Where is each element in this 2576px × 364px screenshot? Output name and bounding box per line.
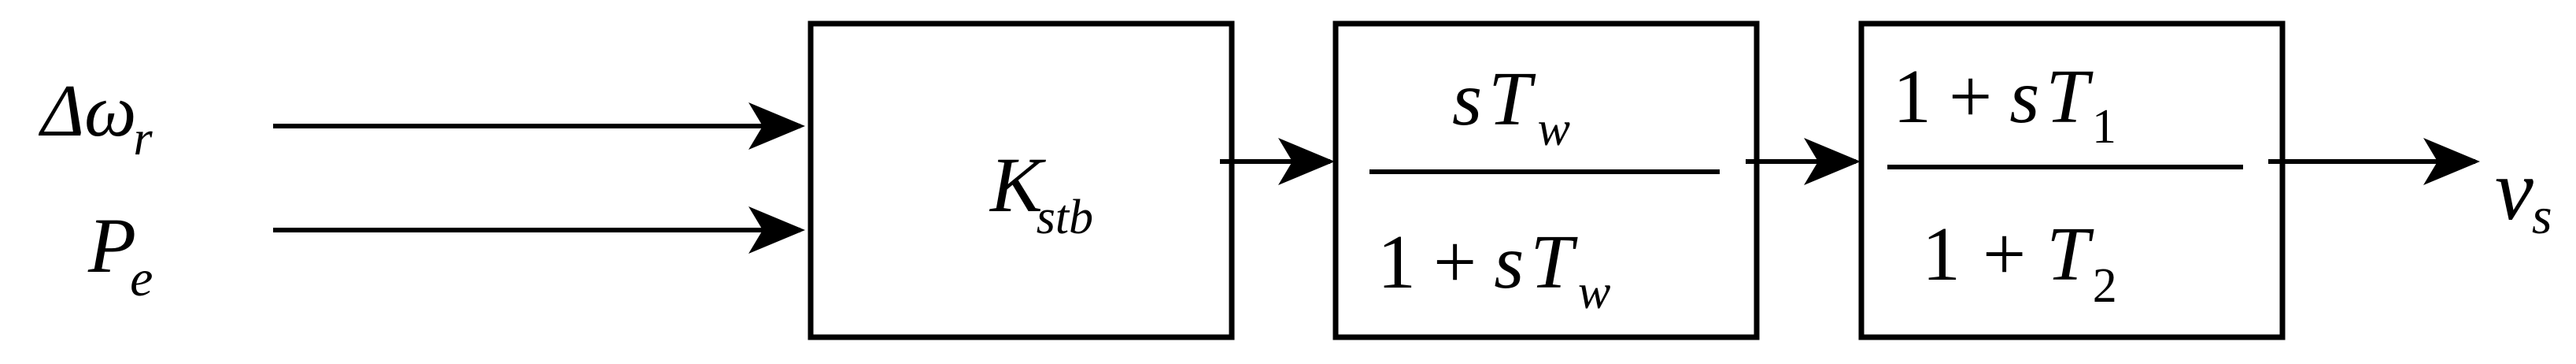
washout-den-plus: + <box>1433 220 1476 305</box>
washout-den-sub: w <box>1578 266 1610 319</box>
delta-symbol: Δ <box>38 70 84 152</box>
leadlag-denominator: 1 +T2 <box>1922 212 2117 313</box>
omega-subscript: r <box>134 112 153 165</box>
leadlag-num-plus: + <box>1949 54 1992 139</box>
output-symbol: v <box>2495 142 2533 238</box>
leadlag-den-T: T <box>2046 212 2094 297</box>
svg-text:Kstb: Kstb <box>989 141 1093 244</box>
svg-text:Pe: Pe <box>87 202 153 307</box>
gain-expression: Kstb <box>989 141 1093 244</box>
output-label: vs <box>2495 142 2552 245</box>
power-subscript: e <box>130 250 153 307</box>
leadlag-block <box>1858 20 2286 340</box>
svg-text:vs: vs <box>2495 142 2552 245</box>
washout-den-one: 1 <box>1377 220 1416 305</box>
svg-text:sTw: sTw <box>1452 57 1570 156</box>
leadlag-num-T: T <box>2046 54 2094 139</box>
output-subscript: s <box>2532 188 2552 245</box>
input-power-label: Pe <box>87 202 153 307</box>
leadlag-den-plus: + <box>1983 212 2026 297</box>
svg-text:1+sT1: 1+sT1 <box>1893 54 2116 154</box>
leadlag-numerator: 1+sT1 <box>1893 54 2116 154</box>
svg-text:Δωr: Δωr <box>38 70 153 165</box>
omega-symbol: ω <box>84 70 136 152</box>
leadlag-num-s: s <box>2009 54 2039 139</box>
leadlag-den-sub: 2 <box>2093 259 2117 313</box>
gain-subscript: stb <box>1037 191 1093 244</box>
washout-num-s: s <box>1452 57 1482 142</box>
washout-block <box>1332 20 1760 340</box>
washout-den-s: s <box>1494 220 1524 305</box>
leadlag-num-one: 1 <box>1893 54 1931 139</box>
washout-denominator: 1+sTw <box>1377 220 1610 319</box>
leadlag-num-sub: 1 <box>2092 100 2116 154</box>
leadlag-den-one: 1 <box>1922 212 1961 297</box>
svg-text:1+T2: 1 +T2 <box>1922 212 2117 313</box>
washout-den-T: T <box>1530 220 1578 305</box>
input-delta-omega-label: Δωr <box>38 70 153 165</box>
gain-symbol: K <box>989 141 1046 228</box>
power-symbol: P <box>87 202 136 289</box>
washout-num-T: T <box>1488 57 1536 142</box>
svg-text:1+sTw: 1+sTw <box>1377 220 1610 319</box>
gain-block <box>808 20 1235 340</box>
washout-num-sub: w <box>1538 102 1570 156</box>
